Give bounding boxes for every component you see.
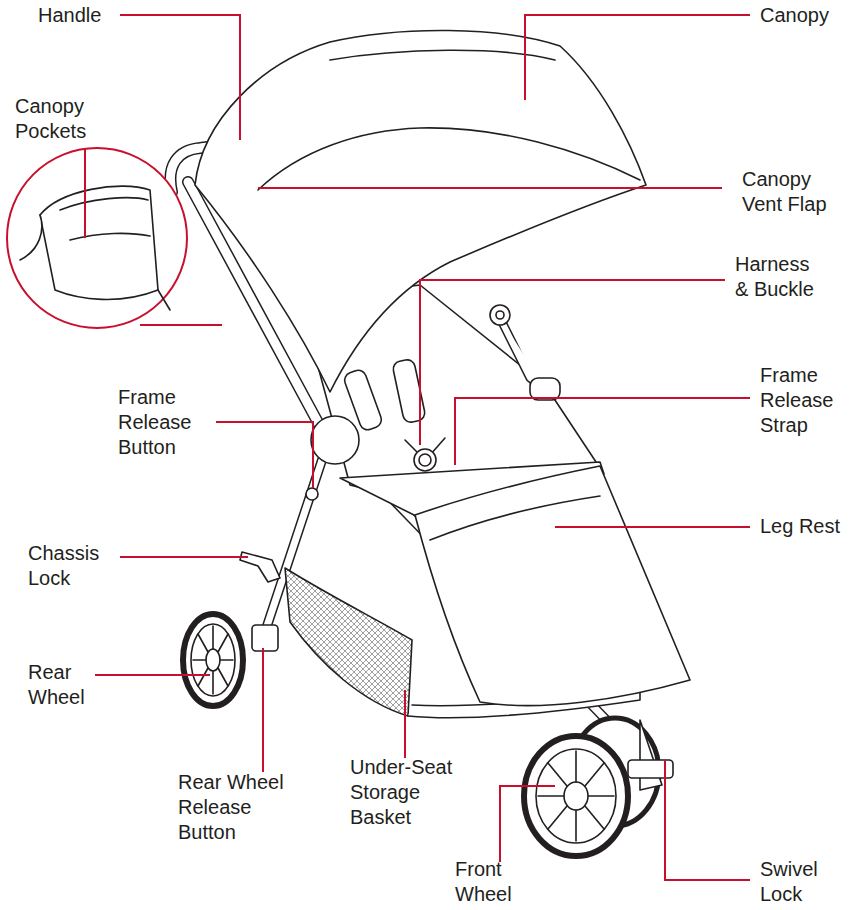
part-label: Frame Release Button xyxy=(118,385,210,460)
part-label: Leg Rest xyxy=(760,514,852,539)
part-label: Under-Seat Storage Basket xyxy=(350,755,464,830)
part-label: Handle xyxy=(38,3,148,28)
part-label: Front Wheel xyxy=(455,857,527,907)
part-label: Canopy Vent Flap xyxy=(742,167,846,217)
stroller-drawing xyxy=(7,30,690,856)
leader-lines xyxy=(85,15,750,880)
part-label: Rear Wheel xyxy=(28,660,98,710)
part-label: Frame Release Strap xyxy=(760,363,852,438)
part-label: Canopy Pockets xyxy=(15,94,99,144)
part-label: Harness & Buckle xyxy=(735,252,827,302)
part-label: Swivel Lock xyxy=(760,857,836,907)
part-label: Rear Wheel Release Button xyxy=(178,770,296,845)
part-label: Canopy xyxy=(760,3,850,28)
part-label: Chassis Lock xyxy=(28,541,120,591)
